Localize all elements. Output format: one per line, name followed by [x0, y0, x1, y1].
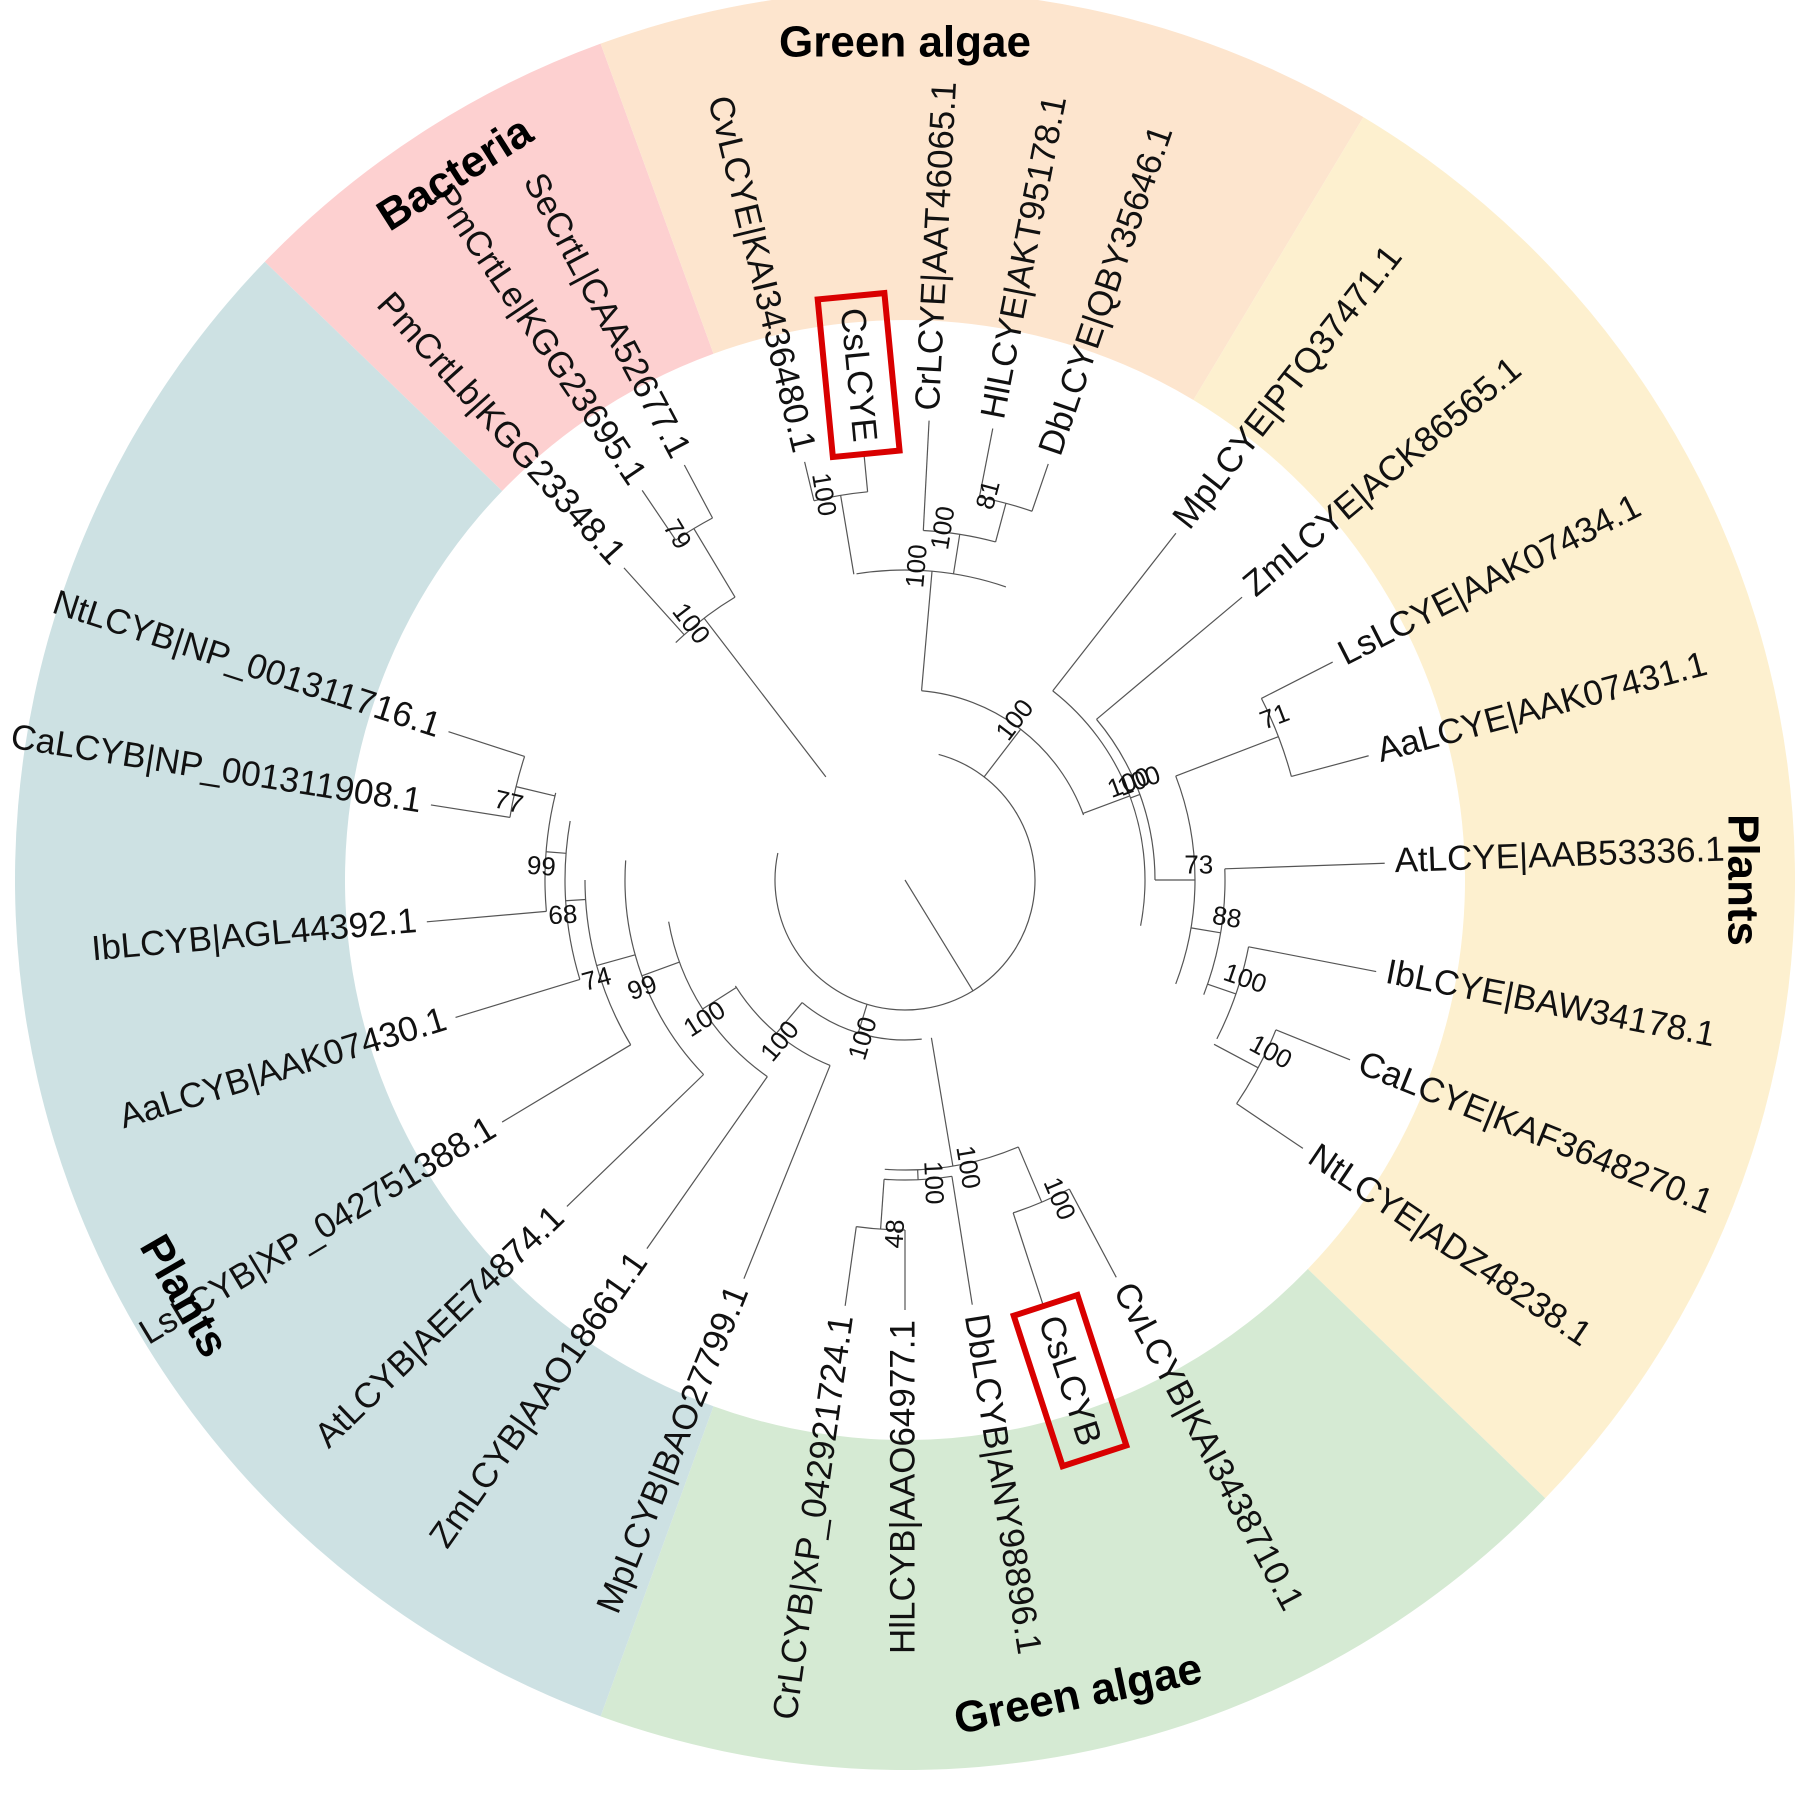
branch-n_hl_db [995, 503, 1007, 543]
branch-MpLCYE [1052, 532, 1177, 692]
branch-IbLCYE [1248, 946, 1377, 973]
branch-AtLCYE [1224, 862, 1385, 870]
branch-CrLCYE [922, 420, 930, 531]
branch-n_lcye_all [983, 728, 1022, 778]
highlight-box-cslcyb [1009, 1291, 1131, 1470]
branch-HlLCYE [978, 428, 994, 498]
branch-n_zm_b [702, 986, 737, 1010]
bootstrap-n_lcyb_all: 100 [841, 1013, 882, 1063]
group-label-green-algae-top: Green algae [779, 18, 1031, 67]
branch-n_ca_nt_b [515, 786, 556, 797]
bootstrap-n_ib_b: 99 [526, 850, 557, 882]
branch-CrLCYB [844, 1226, 857, 1306]
branch-IbLCYB [426, 910, 547, 923]
branch-DbLCYE [1031, 463, 1049, 512]
branch-NtLCYE [1236, 1103, 1304, 1149]
bootstrap-n_db_hl_cr: 100 [918, 1160, 950, 1205]
arc-n_pl_lcye [1052, 690, 1146, 926]
sector-green-algae-bottom [600, 1269, 1546, 1770]
branch-n_cv_cs [840, 495, 855, 575]
branch-CaLCYE [1275, 1029, 1351, 1061]
bootstrap-n_at_b: 99 [623, 968, 660, 1006]
tree-branches [426, 420, 1385, 1310]
bootstrap-n_ga_top: 100 [899, 543, 933, 589]
branch-n_ls_b [596, 954, 636, 967]
branch-NtLCYB [448, 731, 525, 757]
branch-n_pl_lcye [1082, 795, 1131, 815]
branch-ZmLCYE [1096, 596, 1243, 720]
branch-SeCrtL [683, 464, 714, 519]
branch-n_ga_top [920, 571, 933, 691]
branch-n_ga_bot [930, 1037, 954, 1167]
branch-n_at_b [641, 961, 680, 977]
branch-AaLCYB [455, 978, 581, 1018]
leaf-hllcyb: HlLCYB|AAO64977.1 [883, 1320, 922, 1654]
branch-n_ca_nt [1213, 1043, 1259, 1069]
branch-n_aa_b [565, 898, 586, 902]
branch-CvLCYE [804, 461, 815, 501]
sector-green-algae-top [600, 0, 1364, 400]
group-label-plants-lcye: Plants [1718, 814, 1767, 946]
bootstrap-n_pl_lcyb: 100 [754, 1014, 805, 1067]
branch-n_lcyb_all [857, 1004, 868, 1034]
bootstrap-n_ga_bot: 100 [950, 1143, 987, 1191]
branch-n_cv_cs_b [1017, 1146, 1043, 1203]
branch-DbLCYB [951, 1176, 973, 1305]
bootstrap-n_bact: 100 [666, 597, 716, 650]
bootstrap-n_at_rest: 88 [1210, 900, 1243, 934]
branch-PmCrtLe [641, 490, 677, 541]
arc-n_hub [774, 753, 1036, 1011]
branch-ZmLCYB [646, 1076, 768, 1249]
branch-CsLCYB [1012, 1212, 1045, 1309]
branch-n_ls_aa [1175, 736, 1279, 777]
branch-n_hub [904, 879, 974, 992]
branch-n_at_rest [1190, 927, 1221, 934]
branch-n_cr_hl_db [952, 534, 961, 574]
bootstrap-n_dic_lcye: 73 [1184, 850, 1213, 880]
bootstrap-n_aa_b: 68 [547, 899, 578, 931]
branch-PmCrtLb [623, 567, 685, 636]
bootstrap-n_zm_rest: 100 [1113, 759, 1164, 802]
bootstrap-n_hl_db: 81 [969, 477, 1005, 513]
branch-n_pm [693, 528, 736, 598]
sector-plants-lcye [1193, 117, 1796, 1499]
bootstrap-n_hl_cr: 48 [878, 1218, 910, 1249]
leaf-cslcye: CsLCYE [833, 306, 885, 443]
branch-n_bact [703, 617, 827, 778]
branch-MpLCYB [743, 1065, 831, 1279]
bootstrap-n_ca_nt_b: 77 [491, 784, 526, 820]
branch-CsLCYE [863, 451, 869, 492]
bootstrap-n_ib_ca_nt: 100 [1220, 957, 1271, 999]
bootstrap-n_ls_b: 74 [579, 960, 615, 997]
branch-CaLCYB [430, 804, 511, 819]
branch-n_hl_cr [879, 1179, 885, 1230]
branch-n_ib_ca_nt [1207, 983, 1237, 995]
sector-plants-lcyb [14, 261, 714, 1717]
branch-AtLCYB [566, 1074, 705, 1207]
branch-LsLCYB [501, 1044, 632, 1123]
bootstrap-n_cr_hl_db: 100 [924, 504, 960, 552]
sector-bacteria [264, 43, 714, 491]
bootstrap-n_pm: 79 [657, 514, 698, 554]
branch-n_pl_lcyb [775, 1002, 803, 1034]
branch-n_zm_rest [1130, 793, 1141, 799]
bootstrap-values: 1007910010010010081100100737188100100100… [491, 471, 1297, 1250]
branch-LsLCYE [1261, 661, 1333, 699]
bootstrap-n_cv_cs: 100 [806, 471, 843, 519]
clade-sectors [14, 0, 1796, 1770]
branch-CvLCYB [1068, 1188, 1117, 1278]
bootstrap-n_ls_aa: 71 [1256, 697, 1294, 735]
bootstrap-n_cv_cs_b: 100 [1038, 1173, 1083, 1225]
branch-AaLCYE [1291, 755, 1369, 778]
highlight-box-cslcye [814, 289, 903, 461]
branch-n_ib_b [546, 851, 567, 854]
